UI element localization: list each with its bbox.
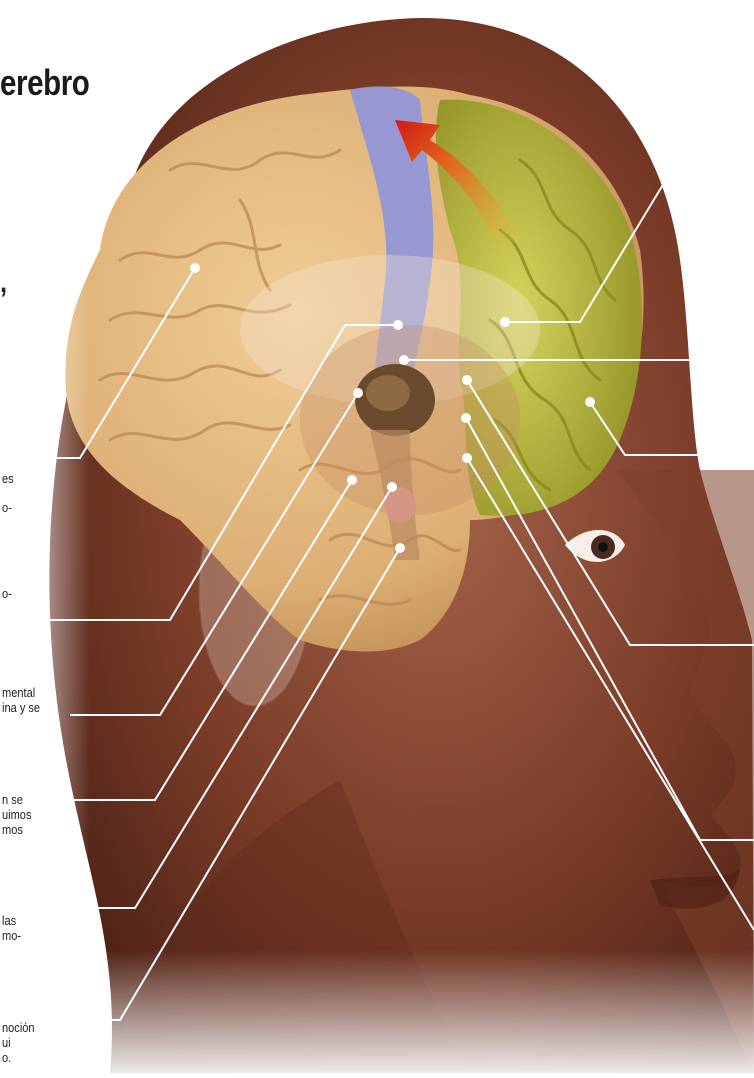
bottom-fade: [0, 950, 754, 1073]
thalamus-highlight: [366, 375, 410, 411]
text-fragment-3: o-: [2, 586, 12, 601]
text-fragment-2: o-: [2, 500, 12, 515]
text-fragment-6: las mo-: [2, 913, 21, 943]
text-fragment-4: mental ina y se: [2, 685, 40, 715]
page-title: erebro: [0, 62, 89, 104]
text-fragment-5: n se uimos mos: [2, 792, 31, 837]
text-fragment-7: noción ui o.: [2, 1020, 35, 1065]
text-fragment-comma: ,: [0, 268, 7, 298]
text-fragment-1: es: [2, 471, 14, 486]
